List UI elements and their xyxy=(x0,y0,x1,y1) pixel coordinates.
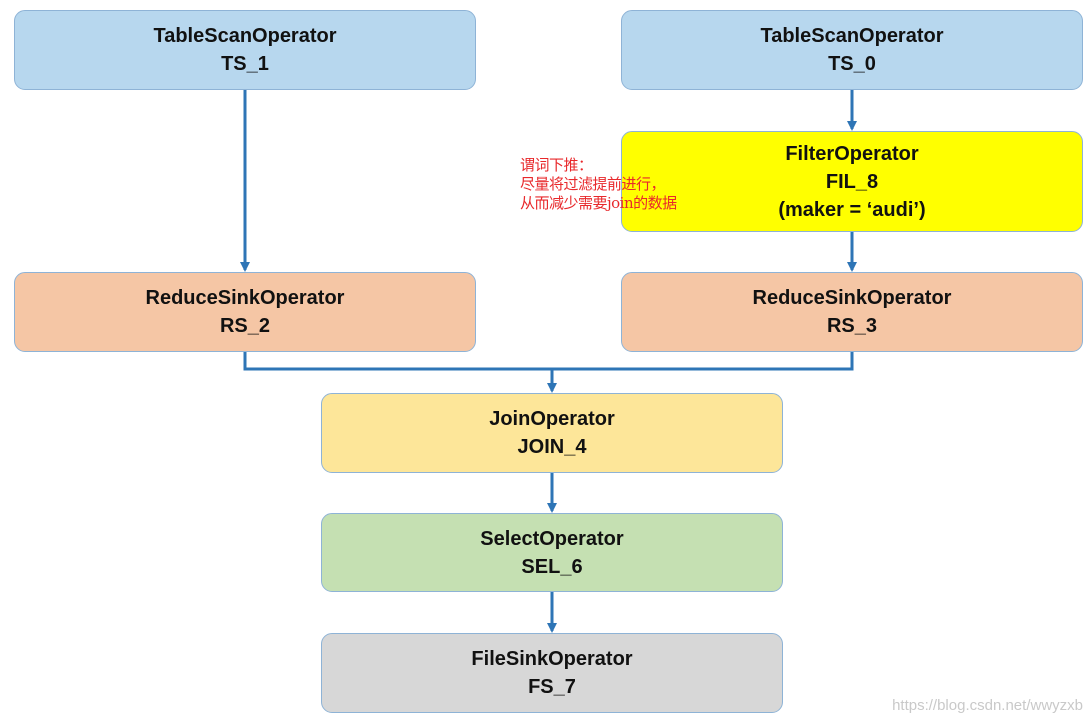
node-sel6-id: SEL_6 xyxy=(521,555,583,578)
node-fil8-type: FilterOperator xyxy=(785,142,919,165)
predicate-pushdown-note: 谓词下推：尽量将过滤提前进行，从而减少需要join的数据 xyxy=(520,156,677,213)
node-ts0: TableScanOperator TS_0 xyxy=(621,10,1083,90)
node-rs2-id: RS_2 xyxy=(219,315,271,337)
node-fil8-id: FIL_8 xyxy=(825,170,879,193)
node-rs2: ReduceSinkOperator RS_2 xyxy=(14,272,476,352)
node-join4-type: JoinOperator xyxy=(489,408,615,430)
node-fs7-id: FS_7 xyxy=(528,676,576,698)
node-rs3-id: RS_3 xyxy=(826,315,878,337)
node-ts1-id: TS_1 xyxy=(221,53,269,75)
edge-rs2-join4 xyxy=(243,352,552,371)
note-line-2: 尽量将过滤提前进行， xyxy=(520,175,666,193)
node-sel6-type: SelectOperator xyxy=(480,527,624,550)
node-ts0-type: TableScanOperator xyxy=(760,25,944,47)
watermark: https://blog.csdn.net/wwyzxb xyxy=(892,697,1083,714)
note-line-1: 谓词下推： xyxy=(520,156,593,174)
node-ts1: TableScanOperator TS_1 xyxy=(14,10,476,90)
edge-rs3-join4 xyxy=(552,352,854,371)
node-join4-id: JOIN_4 xyxy=(517,436,587,458)
node-fs7: FileSinkOperator FS_7 xyxy=(321,633,783,713)
node-fs7-type: FileSinkOperator xyxy=(471,648,633,670)
node-ts1-type: TableScanOperator xyxy=(153,25,337,47)
node-fil8-predicate: (maker = ‘audi’) xyxy=(778,198,926,221)
node-rs3: ReduceSinkOperator RS_3 xyxy=(621,272,1083,352)
node-sel6: SelectOperator SEL_6 xyxy=(321,513,783,592)
note-line-3: 从而减少需要join的数据 xyxy=(520,194,677,212)
node-rs2-type: ReduceSinkOperator xyxy=(145,287,345,309)
node-rs3-type: ReduceSinkOperator xyxy=(752,287,952,309)
node-ts0-id: TS_0 xyxy=(828,53,876,75)
node-fil8: FilterOperator FIL_8 (maker = ‘audi’) xyxy=(621,131,1083,232)
node-join4: JoinOperator JOIN_4 xyxy=(321,393,783,473)
